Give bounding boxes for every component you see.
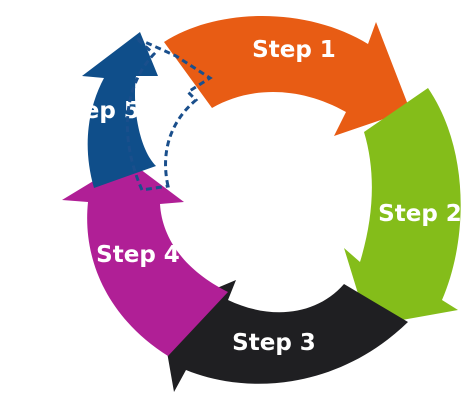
step-5-shape (82, 32, 158, 188)
step-4-label: Step 4 (96, 242, 180, 268)
step-2-arrow: Step 2 (344, 88, 462, 326)
step-3-shape (160, 280, 408, 392)
step-2-label: Step 2 (378, 201, 462, 227)
step-1-arrow: Step 1 (164, 15, 410, 136)
step-3-label: Step 3 (232, 330, 316, 356)
step-4-arrow: Step 4 (62, 160, 228, 356)
step-2-shape (344, 88, 461, 326)
step-1-shape (164, 15, 410, 136)
step-5-arrow: Step 5 (56, 32, 158, 188)
step-3-arrow: Step 3 (160, 280, 408, 392)
step-4-shape (62, 160, 228, 356)
step-1-label: Step 1 (252, 37, 336, 63)
step-5-label: Step 5 (56, 98, 140, 124)
dashed-connector-arrow (125, 36, 213, 192)
